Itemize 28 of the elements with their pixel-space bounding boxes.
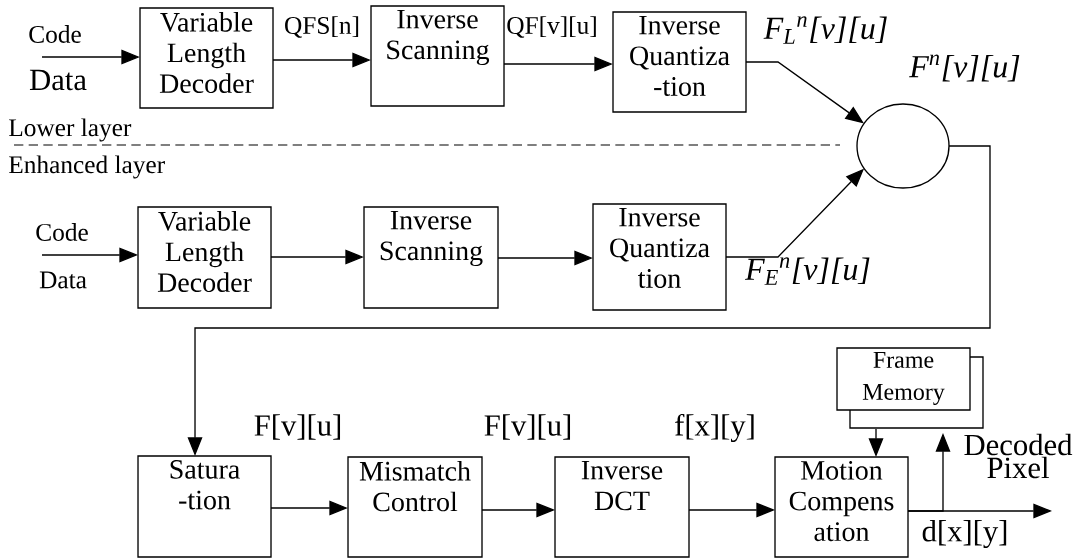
process-box: Inverse Scanning — [370, 5, 505, 107]
edge-label: d[x][y] — [922, 520, 1007, 548]
edge-label: QF[v][u] — [507, 16, 596, 38]
input-label: Code — [29, 25, 81, 43]
layer-label: Lower layer — [9, 118, 132, 142]
edge-label: F$_{E}$$^{n}$[v][u] — [744, 257, 870, 285]
process-box: Inverse Quantiza -tion — [612, 11, 747, 113]
edge-label: QFS[n] — [285, 16, 359, 38]
input-label: Code — [36, 223, 88, 241]
output-label: Decoded Pixel — [964, 433, 1073, 479]
memory-box: Frame Memory — [836, 347, 984, 429]
process-box: Variable Length Decoder — [137, 206, 272, 309]
process-box: Inverse Scanning — [363, 206, 499, 309]
process-box: Inverse DCT — [554, 456, 690, 558]
edge-label: F$_{L}$$^{n}$[v][u] — [763, 16, 887, 44]
edge-label: F[v][u] — [484, 414, 570, 440]
edge-label: F[v][u] — [254, 414, 340, 440]
input-label: Data — [29, 69, 87, 91]
edge-label: f[x][y] — [675, 413, 754, 443]
process-box: Variable Length Decoder — [139, 7, 274, 109]
edge-label: F$^{n}$[v][u] — [909, 54, 1020, 82]
process-box: Motion Compens ation — [774, 456, 909, 558]
layer-label: Enhanced layer — [9, 155, 165, 179]
process-box: Mismatch Control — [347, 456, 483, 558]
input-label: Data — [39, 271, 87, 289]
process-box: Inverse Quantiza tion — [592, 203, 727, 311]
summing-circle — [856, 103, 950, 189]
process-box: Satura -tion — [137, 455, 272, 558]
